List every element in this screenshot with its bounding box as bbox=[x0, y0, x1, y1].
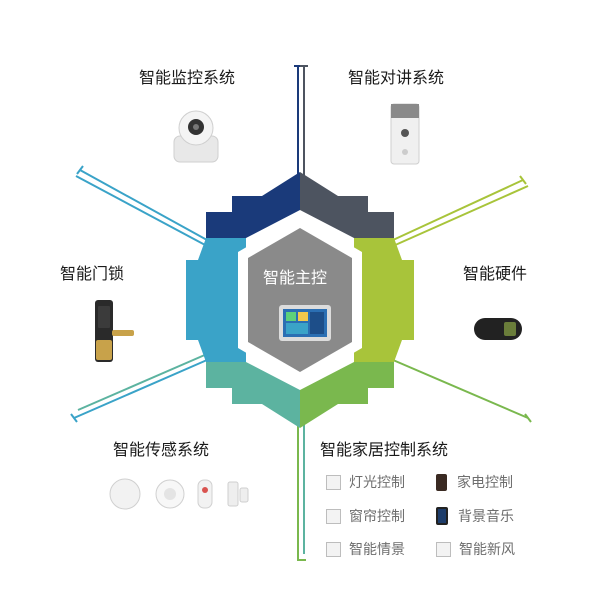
legend-item-music: 背景音乐 bbox=[436, 506, 514, 526]
label-sensor: 智能传感系统 bbox=[113, 440, 210, 459]
sector-lock bbox=[186, 238, 246, 362]
label-hardware: 智能硬件 bbox=[463, 264, 528, 283]
legend-item-scene: 智能情景 bbox=[326, 539, 405, 559]
line-home-2 bbox=[297, 395, 306, 561]
label-lock: 智能门锁 bbox=[60, 264, 125, 283]
square-icon bbox=[436, 541, 451, 557]
label-intercom: 智能对讲系统 bbox=[348, 68, 445, 87]
line-sensor bbox=[70, 359, 208, 423]
square-icon bbox=[326, 508, 341, 524]
legend-label: 灯光控制 bbox=[349, 475, 405, 491]
legend-label: 智能情景 bbox=[349, 542, 405, 558]
line-lock bbox=[76, 165, 208, 241]
legend-item-fresh-air: 智能新风 bbox=[436, 539, 515, 559]
legend-item-lighting: 灯光控制 bbox=[326, 472, 405, 492]
sector-intercom bbox=[300, 172, 394, 238]
door-lock-icon bbox=[95, 300, 134, 362]
phone-icon bbox=[436, 473, 447, 491]
camera-icon bbox=[173, 110, 219, 163]
hub-hexagon bbox=[248, 228, 352, 372]
control-panel-icon bbox=[279, 305, 331, 341]
legend-item-curtain: 窗帘控制 bbox=[326, 506, 405, 526]
label-monitor: 智能监控系统 bbox=[139, 68, 236, 87]
sector-monitor bbox=[206, 172, 300, 238]
line-hardware bbox=[392, 175, 527, 241]
line-lock-2 bbox=[75, 175, 208, 247]
sector-hardware bbox=[354, 238, 414, 362]
square-icon bbox=[326, 474, 341, 490]
center-title: 智能主控 bbox=[263, 268, 328, 287]
line-hardware-2 bbox=[392, 185, 529, 247]
line-home bbox=[392, 359, 532, 423]
legend-label: 家电控制 bbox=[457, 475, 513, 491]
sector-home bbox=[300, 362, 394, 428]
sensor-devices-icon bbox=[109, 478, 249, 510]
legend-label: 智能新风 bbox=[459, 542, 515, 558]
legend-label: 窗帘控制 bbox=[349, 509, 405, 525]
tablet-icon bbox=[436, 507, 448, 525]
gear-ring bbox=[186, 172, 414, 428]
legend-label: 背景音乐 bbox=[458, 509, 514, 525]
legend-item-appliance: 家电控制 bbox=[436, 472, 513, 492]
line-sensor-2 bbox=[77, 353, 208, 411]
label-home: 智能家居控制系统 bbox=[320, 440, 449, 459]
intercom-icon bbox=[390, 103, 420, 165]
sector-sensor bbox=[206, 362, 300, 428]
square-icon bbox=[326, 541, 341, 557]
hardware-device-icon bbox=[474, 318, 522, 340]
